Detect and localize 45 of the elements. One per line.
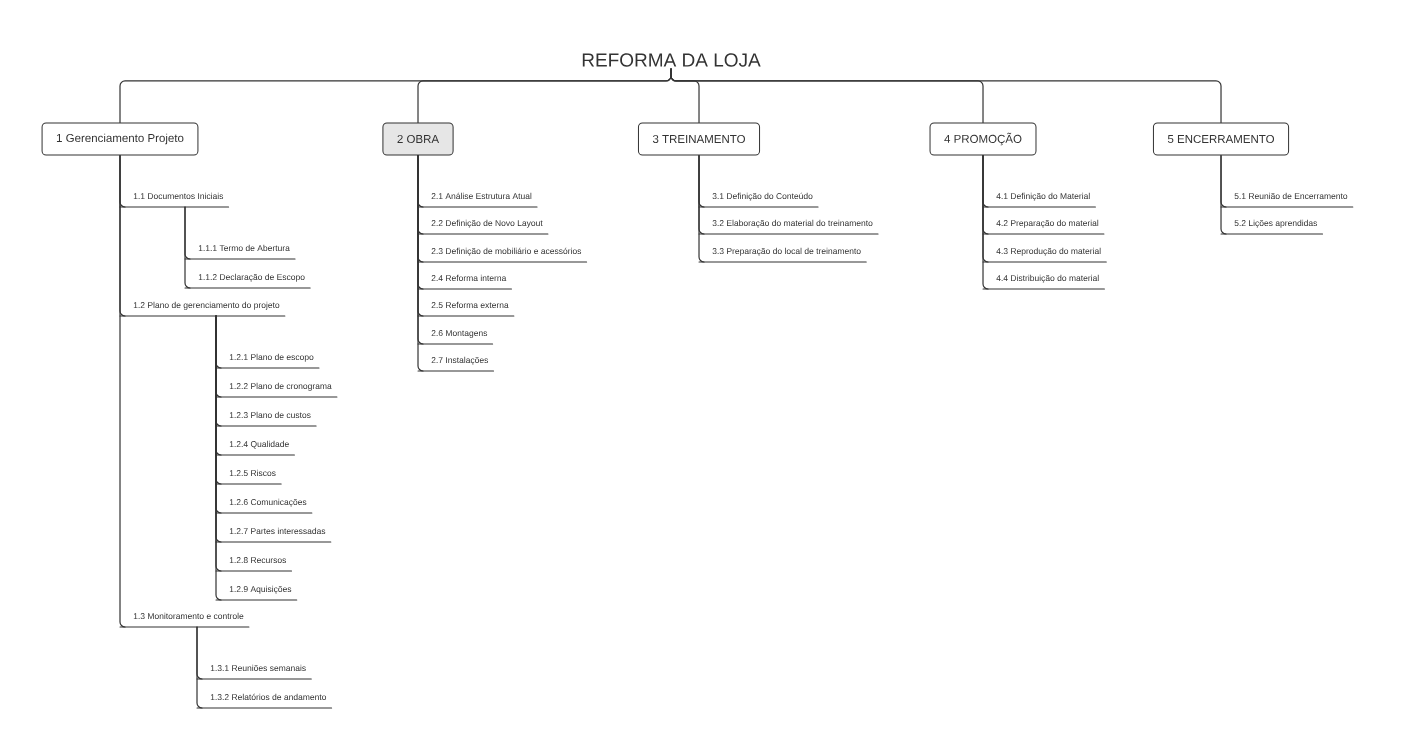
underlined-item: 2.5 Reforma externa [417, 301, 515, 317]
branch-box: 3 TREINAMENTO [637, 122, 761, 156]
branch-box: 2 OBRA [382, 122, 454, 156]
connector-line [698, 154, 705, 263]
underlined-item: 1.3.1 Reuniões semanais [196, 664, 312, 680]
underlined-item: 2.2 Definição de Novo Layout [417, 219, 549, 235]
underlined-item: 1.3.2 Relatórios de andamento [196, 693, 333, 709]
underlined-item: 2.1 Análise Estrutura Atual [417, 192, 538, 208]
underlined-item: 1.2 Plano de gerenciamento do projeto [119, 301, 286, 317]
underlined-item: 1.2.8 Recursos [215, 557, 293, 572]
underlined-item: 1.2.1 Plano de escopo [215, 353, 320, 369]
underlined-item: 4.1 Definição do Material [982, 192, 1096, 208]
underlined-item: 1.2.7 Partes interessadas [215, 527, 332, 543]
underlined-item: 1.2.5 Riscos [215, 469, 282, 485]
connector-line [1220, 154, 1227, 235]
underlined-item: 2.4 Reforma interna [417, 274, 513, 290]
underlined-item: 3.3 Preparação do local de treinamento [698, 247, 867, 263]
underlined-item: 4.3 Reprodução do material [982, 247, 1107, 263]
connector-line [196, 626, 203, 709]
underlined-item: 1.1.1 Termo de Abertura [184, 244, 296, 260]
underlined-item: 1.2.2 Plano de cronograma [215, 382, 338, 398]
branch-box: 1 Gerenciamento Projeto [41, 122, 199, 156]
connector-line [184, 206, 191, 289]
connector-line [670, 68, 1222, 124]
connector-line [982, 154, 989, 290]
underlined-item: 1.1.2 Declaração de Escopo [184, 273, 311, 289]
underlined-item: 2.3 Definição de mobiliário e acessórios [417, 247, 588, 263]
title: REFORMA DA LOJA [582, 53, 761, 67]
underlined-item: 1.2.4 Qualidade [215, 440, 295, 456]
underlined-item: 1.1 Documentos Iniciais [119, 192, 230, 208]
underlined-item: 1.2.6 Comunicações [215, 498, 313, 514]
underlined-item: 2.7 Instalações [417, 356, 495, 372]
underlined-item: 3.2 Elaboração do material do treinamento [698, 219, 879, 235]
underlined-item: 4.2 Preparação do material [982, 219, 1105, 235]
branch-box: 4 PROMOÇÃO [929, 122, 1037, 156]
underlined-item: 1.3 Monitoramento e controle [119, 612, 250, 628]
underlined-item: 2.6 Montagens [417, 330, 494, 345]
branch-box: 5 ENCERRAMENTO [1152, 122, 1290, 156]
underlined-item: 1.2.9 Aquisições [215, 585, 298, 601]
connector-line [119, 154, 126, 628]
underlined-item: 4.4 Distribuição do material [982, 274, 1105, 290]
underlined-item: 3.1 Definição do Conteúdo [698, 192, 819, 208]
underlined-item: 5.1 Reunião de Encerramento [1220, 192, 1354, 208]
underlined-item: 5.2 Lições aprendidas [1220, 219, 1324, 235]
underlined-item: 1.2.3 Plano de custos [215, 411, 317, 427]
